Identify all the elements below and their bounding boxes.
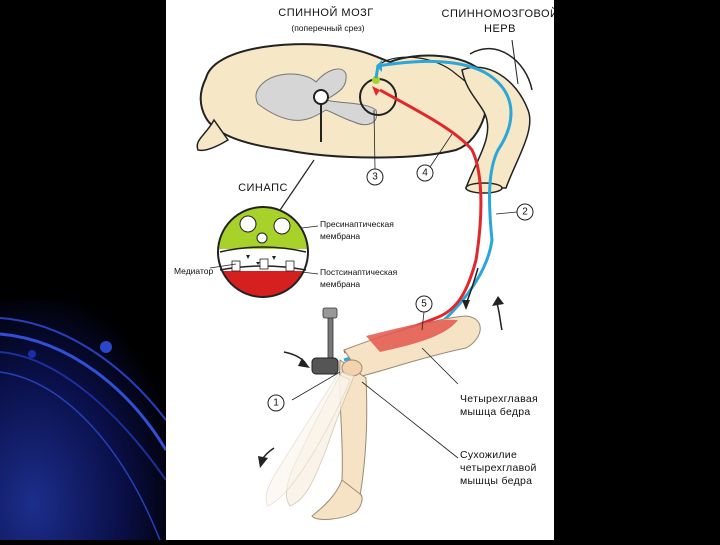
quadriceps-muscle bbox=[366, 319, 458, 352]
dorsal-root-outline bbox=[379, 56, 485, 97]
svg-text:1: 1 bbox=[273, 398, 279, 409]
number-marker-5: 5 bbox=[415, 295, 433, 331]
postsynaptic-label-line2: мембрана bbox=[320, 279, 360, 289]
spinal-cord-label: СПИННОЙ МОЗГ bbox=[278, 6, 373, 19]
interneuron-marker bbox=[372, 76, 380, 84]
spinal-cord-cross-section bbox=[196, 43, 489, 159]
spinal-cord-outline bbox=[199, 43, 489, 159]
number-marker-3: 3 bbox=[366, 109, 384, 186]
synapse-circle-outline bbox=[217, 206, 309, 298]
central-canal bbox=[313, 89, 329, 105]
mediator-molecules bbox=[246, 255, 276, 265]
nerve-leader-line bbox=[511, 39, 519, 85]
quadriceps-leader-line bbox=[421, 347, 459, 385]
arrowhead-up-icon bbox=[492, 296, 504, 306]
receptor bbox=[259, 258, 269, 270]
tendon-label-line2: четырехглавой bbox=[460, 462, 537, 474]
tendon-label-line1: Сухожилие bbox=[460, 449, 517, 461]
knee-leader-line bbox=[291, 371, 341, 401]
receptor bbox=[285, 260, 295, 272]
presynaptic-membrane bbox=[219, 246, 307, 253]
ventral-root-stub bbox=[196, 118, 230, 152]
left-decor-panel bbox=[0, 0, 168, 541]
presynaptic-label-line2: мембрана bbox=[320, 231, 360, 241]
synapse-label: СИНАПС bbox=[238, 182, 288, 194]
postsynaptic-leader-line bbox=[301, 271, 319, 275]
nerve-trunk bbox=[461, 66, 531, 189]
afferent-arrowhead bbox=[376, 60, 382, 72]
reflex-arc-figure: 1 2 3 4 5 СПИННОЙ М bbox=[166, 0, 558, 540]
presynaptic-label-line1: Пресинаптическая bbox=[320, 219, 394, 229]
mediator-leader-line bbox=[209, 263, 237, 269]
tendon-leader-line bbox=[361, 381, 459, 459]
tendon-label-line3: мышцы бедра bbox=[460, 475, 532, 487]
receptor bbox=[231, 260, 241, 272]
spinal-nerve-label-line1: СПИННОМОЗГОВОЙ bbox=[442, 7, 554, 20]
svg-text:5: 5 bbox=[421, 299, 427, 310]
vesicle bbox=[256, 232, 268, 244]
vesicle bbox=[273, 217, 291, 235]
leg-illustration bbox=[258, 315, 481, 520]
svg-text:3: 3 bbox=[372, 172, 378, 183]
arrowhead-icon bbox=[258, 456, 268, 468]
number-marker-4: 4 bbox=[416, 133, 453, 182]
reflex-arc-diagram: 1 2 3 4 5 СПИННОЙ М bbox=[174, 6, 558, 520]
decorative-blue-swooshes bbox=[0, 300, 168, 541]
cross-section-label: (поперечный срез) bbox=[291, 23, 364, 33]
spinal-nerve-label-line2: НЕРВ bbox=[484, 23, 516, 35]
arrowhead-icon bbox=[298, 358, 310, 368]
svg-text:4: 4 bbox=[422, 168, 428, 179]
number-marker-1: 1 bbox=[267, 394, 285, 412]
right-decor-panel bbox=[554, 0, 720, 540]
number-marker-2: 2 bbox=[495, 203, 534, 221]
mediator-label: Медиатор bbox=[174, 266, 213, 276]
spinal-nerve bbox=[461, 39, 533, 194]
ghost-leg-2 bbox=[265, 373, 351, 507]
synapse-leader-line bbox=[275, 159, 315, 217]
arrowhead-down-icon bbox=[462, 300, 470, 310]
svg-text:2: 2 bbox=[522, 207, 528, 218]
postsynaptic-label-line1: Постсинаптическая bbox=[320, 267, 398, 277]
quadriceps-label-line1: Четырехглавая bbox=[460, 393, 538, 405]
dorsal-root-ganglion bbox=[469, 47, 533, 91]
reflex-hammer-icon bbox=[311, 307, 339, 375]
efferent-arrowhead bbox=[372, 86, 380, 96]
synapse-magnifier bbox=[217, 206, 309, 298]
foot bbox=[311, 479, 363, 520]
quadriceps-label-line2: мышца бедра bbox=[460, 406, 531, 418]
nerve-cut-ellipse bbox=[465, 182, 503, 194]
presynaptic-leader-line bbox=[301, 225, 319, 229]
vesicle bbox=[239, 215, 257, 233]
